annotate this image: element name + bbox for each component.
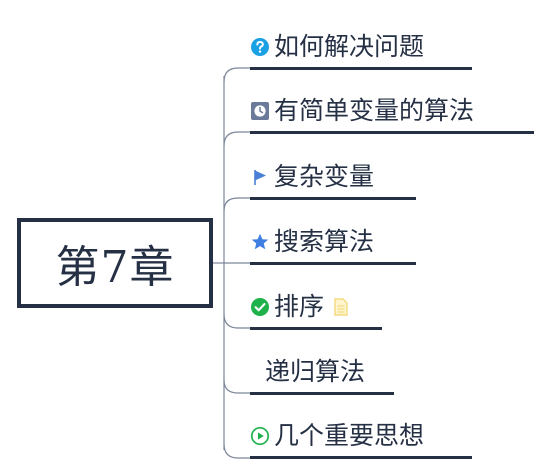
topic-label: 排序 bbox=[274, 292, 325, 321]
topic-complex-variables[interactable]: 复杂变量 bbox=[250, 156, 416, 200]
note-icon[interactable] bbox=[334, 297, 348, 316]
root-topic[interactable]: 第7章 bbox=[17, 218, 213, 308]
topic-important-ideas[interactable]: 几个重要思想 bbox=[250, 415, 472, 459]
topic-sorting[interactable]: 排序 bbox=[250, 286, 382, 330]
root-topic-label: 第7章 bbox=[55, 242, 175, 293]
topic-recursion-algorithms[interactable]: 递归算法 bbox=[250, 351, 394, 395]
topic-label: 递归算法 bbox=[265, 357, 366, 386]
branch-3 bbox=[223, 197, 250, 212]
branch-6 bbox=[223, 379, 250, 394]
play-circle-icon bbox=[250, 426, 270, 446]
topic-label: 复杂变量 bbox=[274, 162, 375, 191]
topic-simple-variable-algorithms[interactable]: 有简单变量的算法 bbox=[250, 90, 534, 134]
branch-2 bbox=[223, 131, 250, 147]
branch-5 bbox=[223, 313, 250, 329]
topic-label: 搜索算法 bbox=[274, 227, 375, 256]
branch-7 bbox=[223, 443, 250, 459]
branch-1 bbox=[223, 67, 250, 83]
clock-square-icon bbox=[250, 101, 270, 121]
check-circle-icon bbox=[250, 297, 270, 317]
topic-label: 有简单变量的算法 bbox=[274, 96, 475, 125]
topic-search-algorithms[interactable]: 搜索算法 bbox=[250, 221, 416, 265]
question-circle-icon bbox=[250, 37, 270, 57]
topic-label: 如何解决问题 bbox=[274, 32, 425, 61]
flag-icon bbox=[250, 167, 270, 187]
topic-label: 几个重要思想 bbox=[274, 421, 425, 450]
star-icon bbox=[250, 232, 270, 252]
topic-problem-solving[interactable]: 如何解决问题 bbox=[250, 26, 472, 70]
